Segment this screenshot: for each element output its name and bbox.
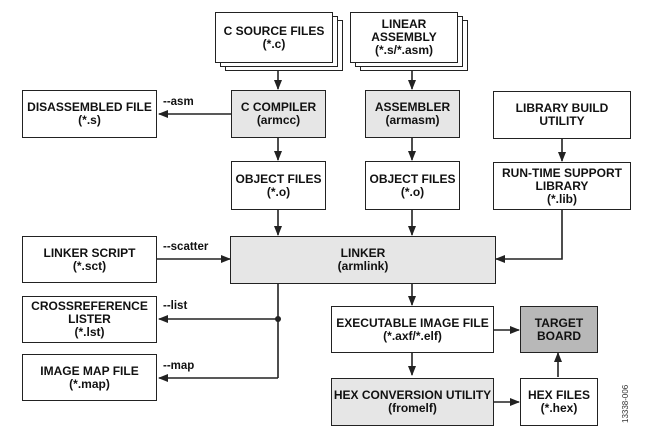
node-title: CROSSREFERENCE: [31, 299, 148, 313]
node-disassembled-file[interactable]: DISASSEMBLED FILE (*.s): [22, 90, 157, 138]
node-hex-conversion-utility[interactable]: HEX CONVERSION UTILITY (fromelf): [331, 378, 494, 426]
node-ext: (*.c): [262, 36, 286, 51]
node-linker-script[interactable]: LINKER SCRIPT (*.sct): [22, 236, 157, 283]
node-ext: (*.axf/*.elf): [383, 328, 442, 343]
node-title: LINKER: [340, 246, 386, 260]
node-library-build-utility[interactable]: LIBRARY BUILD UTILITY: [493, 91, 631, 139]
node-ext: (*.hex): [540, 401, 578, 415]
node-title-2: UTILITY: [539, 114, 585, 128]
node-title: LIBRARY BUILD: [515, 101, 609, 115]
node-title: HEX CONVERSION UTILITY: [333, 388, 492, 402]
edge-rts-linker: [495, 210, 563, 263]
node-title: C COMPILER: [240, 100, 317, 114]
node-title: EXECUTABLE IMAGE FILE: [336, 315, 489, 330]
edge-label-scatter: --scatter: [163, 241, 209, 253]
node-ext: (*.map): [69, 376, 110, 391]
node-crossreference-lister[interactable]: CROSSREFERENCE LISTER (*.lst): [22, 296, 157, 343]
node-object-files-2[interactable]: OBJECT FILES (*.o): [365, 161, 460, 210]
node-linear-assembly[interactable]: LINEAR ASSEMBLY (*.s/*.asm): [350, 12, 458, 63]
node-title: OBJECT FILES: [369, 171, 456, 186]
node-ext: (*.s/*.asm): [374, 43, 434, 57]
node-title: IMAGE MAP FILE: [40, 363, 139, 378]
node-ext: (*.lst): [74, 325, 105, 339]
node-image-map-file[interactable]: IMAGE MAP FILE (*.map): [22, 354, 157, 401]
node-title: DISASSEMBLED FILE: [27, 100, 152, 114]
node-c-compiler[interactable]: C COMPILER (armcc): [231, 90, 326, 138]
node-title: HEX FILES: [527, 388, 590, 402]
node-linker[interactable]: LINKER (armlink): [230, 236, 496, 284]
node-ext: (*.sct): [72, 258, 107, 273]
node-title: RUN-TIME SUPPORT: [502, 165, 622, 180]
node-assembler[interactable]: ASSEMBLER (armasm): [365, 90, 460, 138]
node-hex-files[interactable]: HEX FILES (*.hex): [520, 378, 598, 426]
node-ext: (fromelf): [388, 401, 437, 415]
node-title-2: LISTER: [68, 312, 111, 326]
node-ext: (*.o): [266, 184, 291, 199]
figure-id: 13338-006: [621, 384, 630, 423]
node-executable-image-file[interactable]: EXECUTABLE IMAGE FILE (*.axf/*.elf): [331, 306, 494, 353]
node-title: LINEAR: [381, 17, 427, 31]
node-title-2: BOARD: [537, 328, 581, 343]
node-object-files-1[interactable]: OBJECT FILES (*.o): [231, 161, 326, 210]
node-title: C SOURCE FILES: [223, 23, 325, 38]
edge-label-map: --map: [163, 360, 195, 372]
edge-label-asm: --asm: [163, 96, 194, 108]
node-title-2: ASSEMBLY: [371, 30, 437, 44]
node-title: TARGET: [534, 315, 584, 330]
node-ext: (armasm): [385, 113, 440, 127]
node-c-source-files[interactable]: C SOURCE FILES (*.c): [215, 12, 333, 63]
junction-dot: [275, 316, 281, 322]
node-title: OBJECT FILES: [235, 171, 322, 186]
edge-label-list: --list: [163, 300, 188, 312]
node-title: LINKER SCRIPT: [43, 245, 136, 260]
node-target-board[interactable]: TARGET BOARD: [520, 306, 598, 353]
node-title: ASSEMBLER: [374, 100, 451, 114]
node-ext: (armlink): [337, 259, 389, 273]
node-ext: (*.s): [78, 113, 101, 127]
node-ext: (*.o): [400, 184, 425, 199]
node-ext: (*.lib): [547, 191, 577, 206]
node-ext: (armcc): [256, 113, 301, 127]
node-title-2: LIBRARY: [535, 178, 589, 193]
node-run-time-support-library[interactable]: RUN-TIME SUPPORT LIBRARY (*.lib): [493, 162, 631, 210]
